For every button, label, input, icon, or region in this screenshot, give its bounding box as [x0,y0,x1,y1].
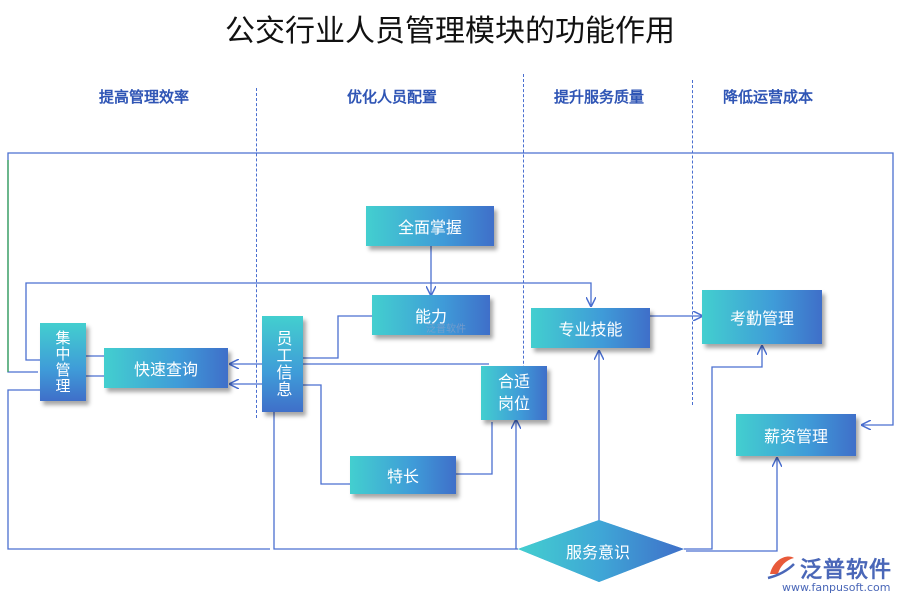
fanpu-logo-icon [767,556,795,580]
node-jizhong: 集中管理 [40,323,86,401]
node-heshi: 合适岗位 [481,366,547,420]
column-header-cost: 降低运营成本 [722,88,813,106]
column-divider-2 [523,74,524,414]
logo-name: 泛普软件 [800,558,893,583]
node-kaoqin: 考勤管理 [702,290,822,344]
diagram-title: 公交行业人员管理模块的功能作用 [225,14,675,49]
node-fuwu: 服务意识 [565,543,630,562]
node-xinzi: 薪资管理 [736,414,856,456]
watermark: 泛普软件 [426,324,466,335]
node-yuangong: 员工信息 [262,316,303,412]
column-header-quality: 提升服务质量 [553,88,644,106]
node-quanmian: 全面掌握 [366,206,494,246]
logo-url: www.fanpusoft.com [782,581,891,594]
column-divider-3 [692,80,693,405]
column-header-efficiency: 提高管理效率 [98,88,189,106]
node-kuaisu: 快速查询 [104,348,228,388]
node-zhuanye: 专业技能 [531,308,650,348]
node-techang: 特长 [350,456,456,494]
node-nengli: 能力 [372,295,490,335]
column-divider-1 [256,88,257,418]
column-header-staffing: 优化人员配置 [346,88,437,106]
